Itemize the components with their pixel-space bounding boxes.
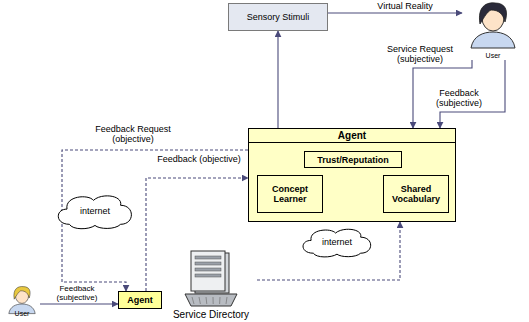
user-icon (462, 0, 524, 60)
node-text: Service Directory (165, 309, 257, 320)
node-text: internet (322, 237, 352, 247)
connector (146, 178, 248, 291)
edge-label: Feedback (objective) (155, 154, 243, 164)
node-text: User (4, 310, 40, 318)
node-text: Trust/Reputation (317, 155, 389, 165)
node-text: Sensory Stimuli (247, 12, 310, 22)
node-text: User (462, 52, 524, 60)
connector (328, 12, 462, 13)
edge-label: Feedback Request (objective) (88, 124, 178, 144)
node-text: Shared Vocabulary (387, 184, 445, 204)
edge-label: Feedback (subjective) (42, 284, 112, 302)
user-figure: User (462, 0, 524, 60)
connector (277, 31, 278, 128)
module-box: Trust/Reputation (304, 151, 402, 168)
internet-cloud: internet (300, 226, 374, 258)
node-text: Agent (127, 295, 153, 305)
module-box: Shared Vocabulary (383, 175, 449, 213)
connector (257, 222, 400, 280)
node-text: internet (80, 206, 110, 216)
node-text: Concept Learner (261, 184, 319, 204)
connector (40, 303, 118, 304)
agent-box: Agent (118, 291, 162, 309)
agent-box: AgentTrust/ReputationConcept Learner Shar… (248, 128, 456, 222)
node-text: Agent (249, 129, 455, 143)
edge-label: Virtual Reality (360, 1, 450, 11)
stimuli-box: Sensory Stimuli (228, 3, 328, 31)
edge-label: Service Request (subjective) (380, 44, 460, 64)
module-box: Concept Learner (257, 175, 323, 213)
edge-label: Feedback (subjective) (418, 88, 500, 108)
service-directory: Service Directory (165, 250, 257, 320)
user-figure: User (4, 284, 40, 318)
internet-cloud: internet (55, 192, 135, 230)
